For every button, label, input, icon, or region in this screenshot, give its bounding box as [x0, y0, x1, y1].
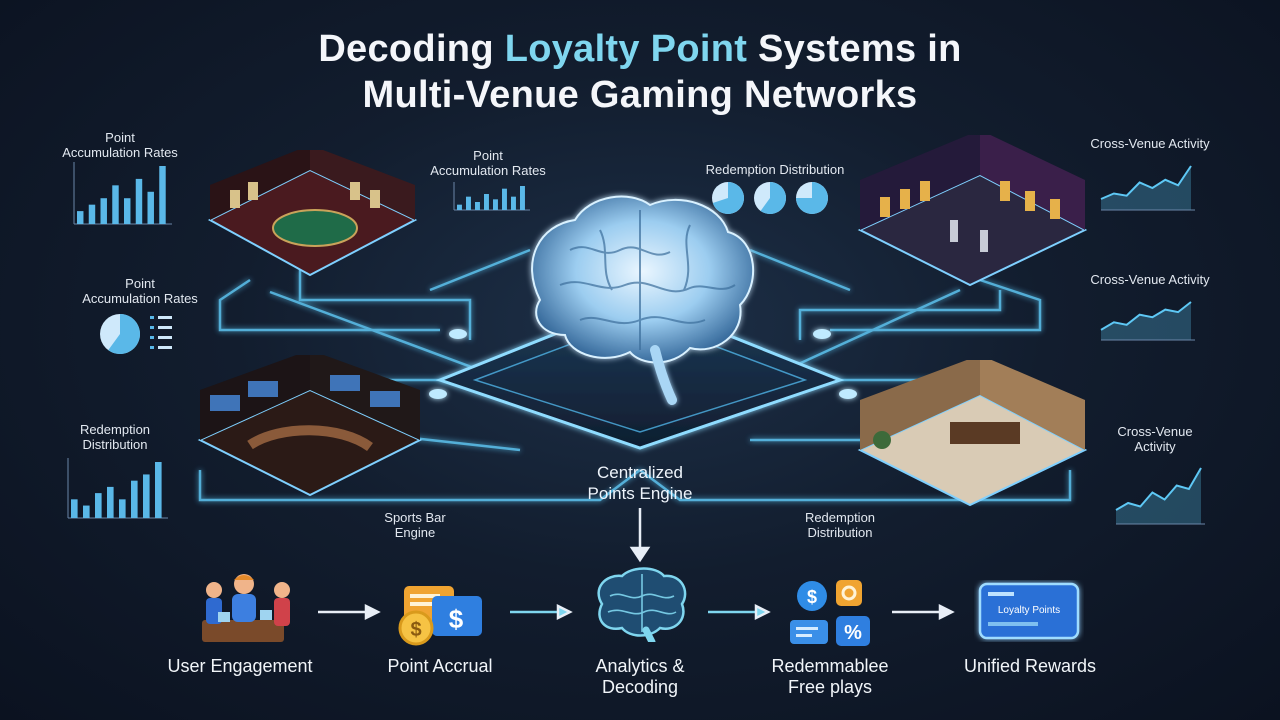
bar-mark: [493, 199, 498, 210]
title-line-1: Decoding Loyalty Point Systems in: [318, 28, 962, 70]
loyalty-card-text: Loyalty Points: [998, 605, 1060, 616]
bar-mark: [135, 178, 143, 224]
bar-mark: [83, 505, 90, 518]
flow-arrows: [318, 603, 955, 621]
label-right-top: Cross-Venue Activity: [1090, 136, 1210, 151]
pie-slice: [796, 182, 828, 214]
mini-area-chart-right-mid: [1100, 301, 1195, 341]
bar-mark: [484, 194, 489, 210]
area-fill: [1101, 302, 1191, 340]
circuit-lines: [198, 248, 1072, 502]
area-fill: [1101, 166, 1191, 210]
brain-icon: [597, 567, 687, 642]
svg-text:$: $: [807, 587, 817, 607]
bar-mark: [107, 486, 114, 518]
bar-mark: [77, 211, 84, 224]
engine-down-arrow: [629, 508, 651, 563]
bar-mark: [119, 499, 126, 518]
venue-arcade-hall: [850, 135, 1090, 287]
bar-mark: [88, 204, 96, 224]
legend-dot: [150, 316, 154, 319]
bar-mark: [71, 499, 78, 518]
people-at-counter-icon: [202, 574, 290, 642]
series-line: [1100, 301, 1192, 331]
bar-mark: [159, 166, 166, 224]
pie-slice: [760, 182, 786, 214]
svg-text:$: $: [410, 619, 421, 641]
legend-line: [158, 316, 172, 319]
bar-mark: [100, 198, 107, 224]
legend-dot: [150, 346, 154, 349]
dollar-and-percent-icon: $ %: [790, 580, 870, 646]
flow-label-analytics: Analytics &Decoding: [595, 656, 685, 697]
flow-label-user-engagement: User Engagement: [167, 656, 313, 676]
label-right-mid: Cross-Venue Activity: [1090, 272, 1210, 287]
legend-dot: [150, 326, 154, 329]
mini-area-chart-right-bottom: [1115, 467, 1205, 525]
flow-label-point-accrual: Point Accrual: [387, 656, 493, 676]
legend-line: [158, 326, 172, 329]
central-platform: [435, 298, 845, 450]
bar-mark: [520, 186, 525, 210]
legend-line: [158, 336, 172, 339]
mini-pie-chart-left-mid: [100, 314, 172, 354]
bar-mark: [502, 188, 507, 210]
pie-slice: [712, 182, 744, 214]
bar-mark: [124, 198, 131, 224]
bar-mark: [457, 204, 462, 210]
loyalty-card-icon: Loyalty Points: [978, 582, 1080, 640]
bar-mark: [155, 462, 162, 518]
legend-dot: [150, 336, 154, 339]
coin-and-points-card-icon: $ $: [398, 586, 482, 646]
svg-text:%: %: [844, 622, 862, 644]
bar-mark: [466, 196, 471, 210]
bar-mark: [95, 493, 102, 518]
pie-slice: [108, 314, 140, 354]
mini-bar-chart-left-top: [73, 162, 172, 225]
bar-mark: [511, 196, 516, 210]
bar-mark: [112, 185, 119, 224]
mini-area-chart-right-top: [1100, 165, 1195, 211]
venue-lounge: [850, 360, 1090, 507]
title-accent: Loyalty Point: [504, 28, 748, 70]
venue-casino-floor: [190, 150, 430, 280]
bar-mark: [131, 480, 138, 518]
title-line-2: Multi-Venue Gaming Networks: [362, 74, 918, 116]
label-center-right: Redemption Distribution: [705, 162, 845, 177]
mini-bar-chart-left-bottom: [67, 458, 168, 519]
mini-bar-chart-center-left: [453, 182, 530, 211]
bar-mark: [475, 202, 480, 210]
series-line: [1115, 467, 1202, 511]
series-line: [1100, 165, 1192, 200]
flow-label-unified-rewards: Unified Rewards: [963, 656, 1097, 676]
venue-sports-bar: [190, 355, 430, 497]
bar-mark: [143, 474, 150, 518]
svg-text:$: $: [449, 604, 464, 634]
legend-line: [158, 346, 172, 349]
bar-mark: [147, 191, 154, 224]
brain-hologram: [531, 195, 755, 405]
mini-pie-charts-center-right: [712, 182, 828, 214]
